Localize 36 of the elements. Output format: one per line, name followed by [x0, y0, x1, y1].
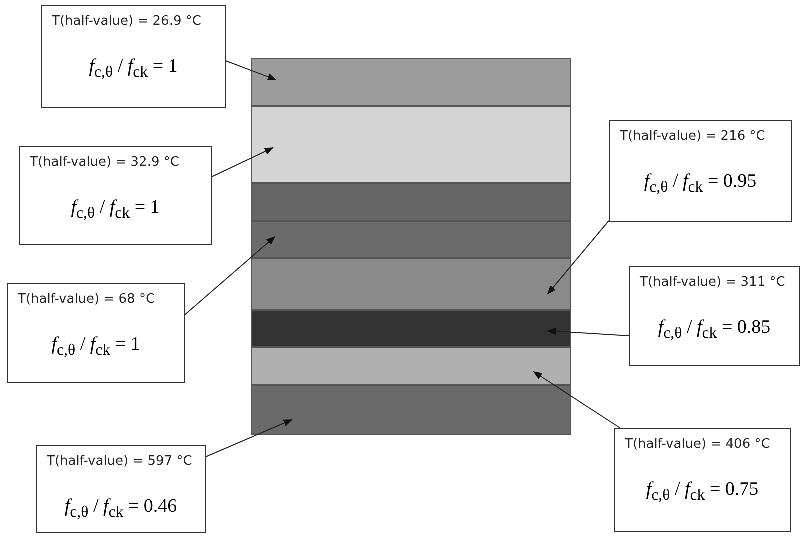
- leader-arrow: [184, 236, 276, 316]
- leader-arrow: [212, 148, 274, 178]
- layer-band: [251, 183, 571, 221]
- temperature-label: T(half-value) = 68 °C: [18, 292, 156, 307]
- strength-ratio-formula: f$_{c,θ}$ / f$_{ck}$ = 0.85: [657, 317, 772, 343]
- temperature-label: T(half-value) = 406 °C: [625, 437, 770, 452]
- strength-ratio-formula: f$_{c,θ}$ / f$_{ck}$ = 1: [88, 56, 179, 82]
- temperature-label: T(half-value) = 26.9 °C: [52, 14, 202, 29]
- temperature-label: T(half-value) = 311 °C: [640, 275, 786, 290]
- strength-ratio-formula: f$_{c,θ}$ / f$_{ck}$ = 0.95: [643, 171, 758, 197]
- callout-box: [19, 146, 212, 245]
- callout-box: [609, 120, 792, 222]
- strength-ratio-formula: f$_{c,θ}$ / f$_{ck}$ = 0.46: [64, 496, 178, 522]
- leader-arrow: [547, 328, 630, 336]
- strength-ratio-formula: f$_{c,θ}$ / f$_{ck}$ = 1: [70, 197, 161, 223]
- leader-arrow: [533, 372, 620, 428]
- leader-arrow: [226, 60, 277, 80]
- layer-band: [251, 258, 571, 310]
- layer-band: [251, 221, 571, 258]
- callout-box: [614, 428, 791, 532]
- leader-arrow: [547, 220, 610, 295]
- leader-arrow: [206, 420, 293, 458]
- strength-ratio-formula: f$_{c,θ}$ / f$_{ck}$ = 1: [50, 334, 142, 360]
- callout-box: [7, 283, 185, 383]
- callout-box: [629, 266, 800, 366]
- layer-band: [251, 347, 571, 385]
- layer-band: [251, 310, 571, 347]
- layer-band: [251, 106, 571, 183]
- callout-box: [36, 445, 206, 533]
- temperature-label: T(half-value) = 216 °C: [620, 129, 766, 144]
- temperature-label: T(half-value) = 32.9 °C: [30, 155, 180, 170]
- callout-box: [41, 5, 226, 108]
- layer-band: [251, 385, 571, 435]
- temperature-label: T(half-value) = 597 °C: [47, 454, 192, 469]
- layer-band: [251, 58, 571, 106]
- strength-ratio-formula: f$_{c,θ}$ / f$_{ck}$ = 0.75: [645, 479, 760, 505]
